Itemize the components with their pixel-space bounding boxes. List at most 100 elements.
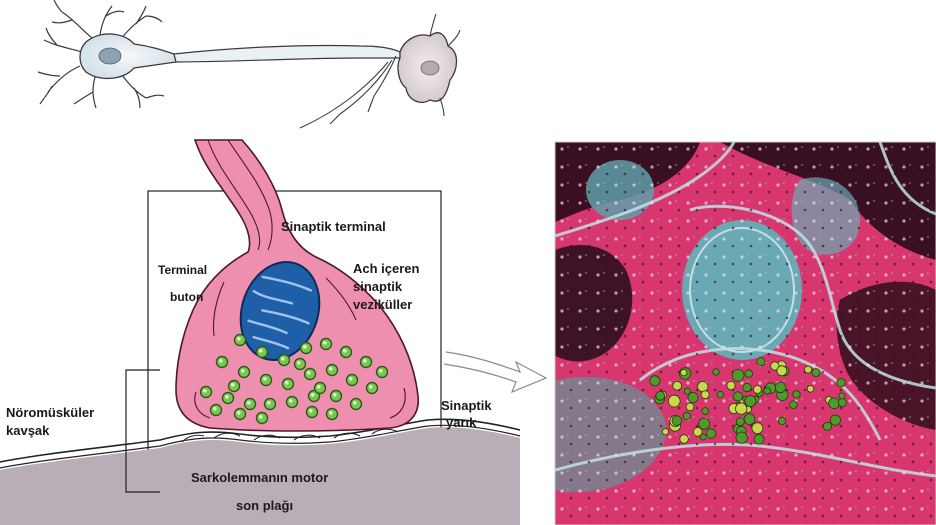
micrograph-vesicle	[790, 401, 798, 409]
label-endplate-2: son plağı	[236, 498, 293, 513]
axon-branches	[300, 56, 396, 128]
micrograph-vesicle	[656, 391, 665, 400]
vesicle-highlight	[323, 341, 327, 345]
label-ach-1: Ach içeren	[353, 261, 420, 276]
label-endplate-1: Sarkolemmanın motor	[191, 470, 328, 485]
label-ach-3: veziküller	[353, 297, 412, 312]
vesicle-highlight	[267, 401, 271, 405]
vesicle-highlight	[307, 371, 311, 375]
micrograph-vesicle	[744, 414, 755, 425]
electron-micrograph-image	[555, 142, 936, 525]
micrograph-vesicle	[745, 370, 753, 378]
micrograph-vesicle	[736, 418, 744, 426]
vesicle-highlight	[237, 337, 241, 341]
nucleus	[99, 48, 121, 64]
micrograph-vesicle	[838, 399, 846, 407]
vesicle-highlight	[219, 359, 223, 363]
micrograph-vesicle	[683, 412, 690, 419]
micrograph-vesicle	[727, 381, 735, 389]
micrograph-vesicle	[778, 417, 785, 424]
micrograph-vesicle	[754, 434, 764, 444]
label-synaptic-terminal: Sinaptik terminal	[281, 219, 386, 234]
vesicle-highlight	[379, 369, 383, 373]
vesicle-highlight	[353, 401, 357, 405]
label-terminal-button-1: Terminal	[158, 263, 207, 277]
vesicle-highlight	[311, 393, 315, 397]
vesicle-highlight	[303, 345, 307, 349]
label-nmj-1: Nöromüsküler	[6, 405, 94, 420]
micrograph-vesicle	[698, 381, 708, 391]
micrograph-vesicle	[757, 358, 765, 366]
vesicle-highlight	[333, 393, 337, 397]
neuron-cell-body	[80, 34, 176, 78]
micrograph-vesicle	[700, 434, 706, 440]
micrograph-vesicle	[736, 432, 747, 443]
vesicle-highlight	[329, 367, 333, 371]
vesicle-highlight	[241, 369, 245, 373]
micrograph-vesicle	[830, 415, 840, 425]
vesicle-highlight	[259, 349, 263, 353]
micrograph-vesicle	[732, 369, 744, 381]
micrograph-vesicle	[733, 392, 742, 401]
target-nucleus	[421, 61, 439, 75]
right-arrow-icon	[444, 352, 546, 392]
vesicle-highlight	[285, 381, 289, 385]
axon	[174, 45, 400, 62]
vesicle-highlight	[225, 395, 229, 399]
vesicle-highlight	[231, 383, 235, 387]
micrograph-vesicle	[812, 369, 820, 377]
label-terminal-button-2: buton	[170, 290, 203, 304]
vesicle-highlight	[281, 357, 285, 361]
label-cleft-1: Sinaptik	[441, 398, 492, 413]
micrograph-vesicle	[650, 376, 660, 386]
micrograph-vesicle	[837, 378, 846, 387]
micrograph-vesicle	[673, 381, 682, 390]
label-cleft-2: yarık	[446, 415, 477, 430]
vesicle-highlight	[213, 407, 217, 411]
micrograph-vesicle	[662, 429, 668, 435]
micrograph-vesicle	[745, 396, 756, 407]
micrograph-vesicle	[713, 369, 719, 375]
label-nmj-2: kavşak	[6, 423, 50, 438]
micrograph-vesicle	[793, 391, 800, 398]
label-ach-2: sinaptik	[353, 279, 403, 294]
micrograph-vesicle	[701, 391, 709, 399]
vesicle-highlight	[289, 399, 293, 403]
micrograph-vesicle	[736, 403, 747, 414]
vesicle-highlight	[297, 361, 301, 365]
micrograph-vesicle	[680, 435, 689, 444]
micrograph-vesicle	[753, 386, 761, 394]
micrograph-vesicle	[839, 393, 845, 399]
vesicle-highlight	[369, 385, 373, 389]
micrograph-vesicle	[807, 386, 814, 393]
vesicle-highlight	[317, 385, 321, 389]
micrograph-vesicle	[743, 383, 751, 391]
vesicle-highlight	[349, 377, 353, 381]
micrograph-vesicle	[681, 369, 687, 375]
micrograph-vesicle	[717, 391, 723, 397]
vesicle-highlight	[203, 389, 207, 393]
vesicle-highlight	[329, 411, 333, 415]
vesicle-highlight	[263, 377, 267, 381]
micrograph-vesicle	[775, 382, 786, 393]
micrograph-vesicle	[764, 388, 771, 395]
micrograph-vesicle	[686, 403, 694, 411]
micrograph-vesicle	[699, 418, 710, 429]
micrograph-vesicle	[823, 422, 831, 430]
micrograph-vesicle	[805, 366, 812, 373]
vesicle-highlight	[247, 401, 251, 405]
vesicle-highlight	[363, 359, 367, 363]
micrograph-vesicle	[672, 416, 682, 426]
vesicle-highlight	[309, 409, 313, 413]
vesicle-highlight	[259, 415, 263, 419]
micrograph-vesicle	[668, 395, 680, 407]
micrograph-vesicle	[752, 423, 763, 434]
micrograph-vesicle	[702, 408, 709, 415]
vesicle-highlight	[237, 411, 241, 415]
vesicle-highlight	[343, 349, 347, 353]
micrograph-vesicle	[829, 398, 840, 409]
neuron-pair-illustration	[38, 0, 460, 128]
micrograph-vesicle	[684, 388, 690, 394]
